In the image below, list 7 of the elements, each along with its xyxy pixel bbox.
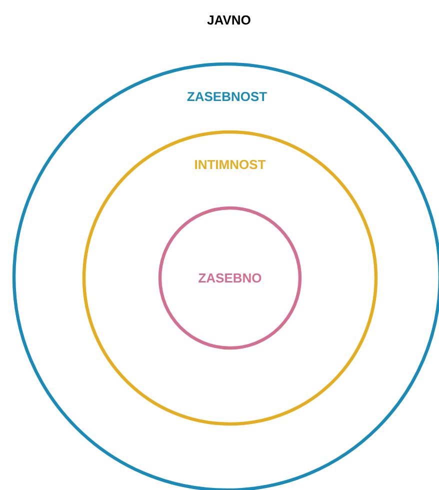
ring — [158, 206, 302, 350]
ring-label: ZASEBNO — [198, 273, 262, 283]
ring — [12, 62, 439, 490]
ring-label: ZASEBNOST — [187, 92, 267, 102]
title: JAVNO — [207, 15, 250, 25]
ring-label: INTIMNOST — [195, 160, 266, 170]
ring — [82, 130, 378, 426]
